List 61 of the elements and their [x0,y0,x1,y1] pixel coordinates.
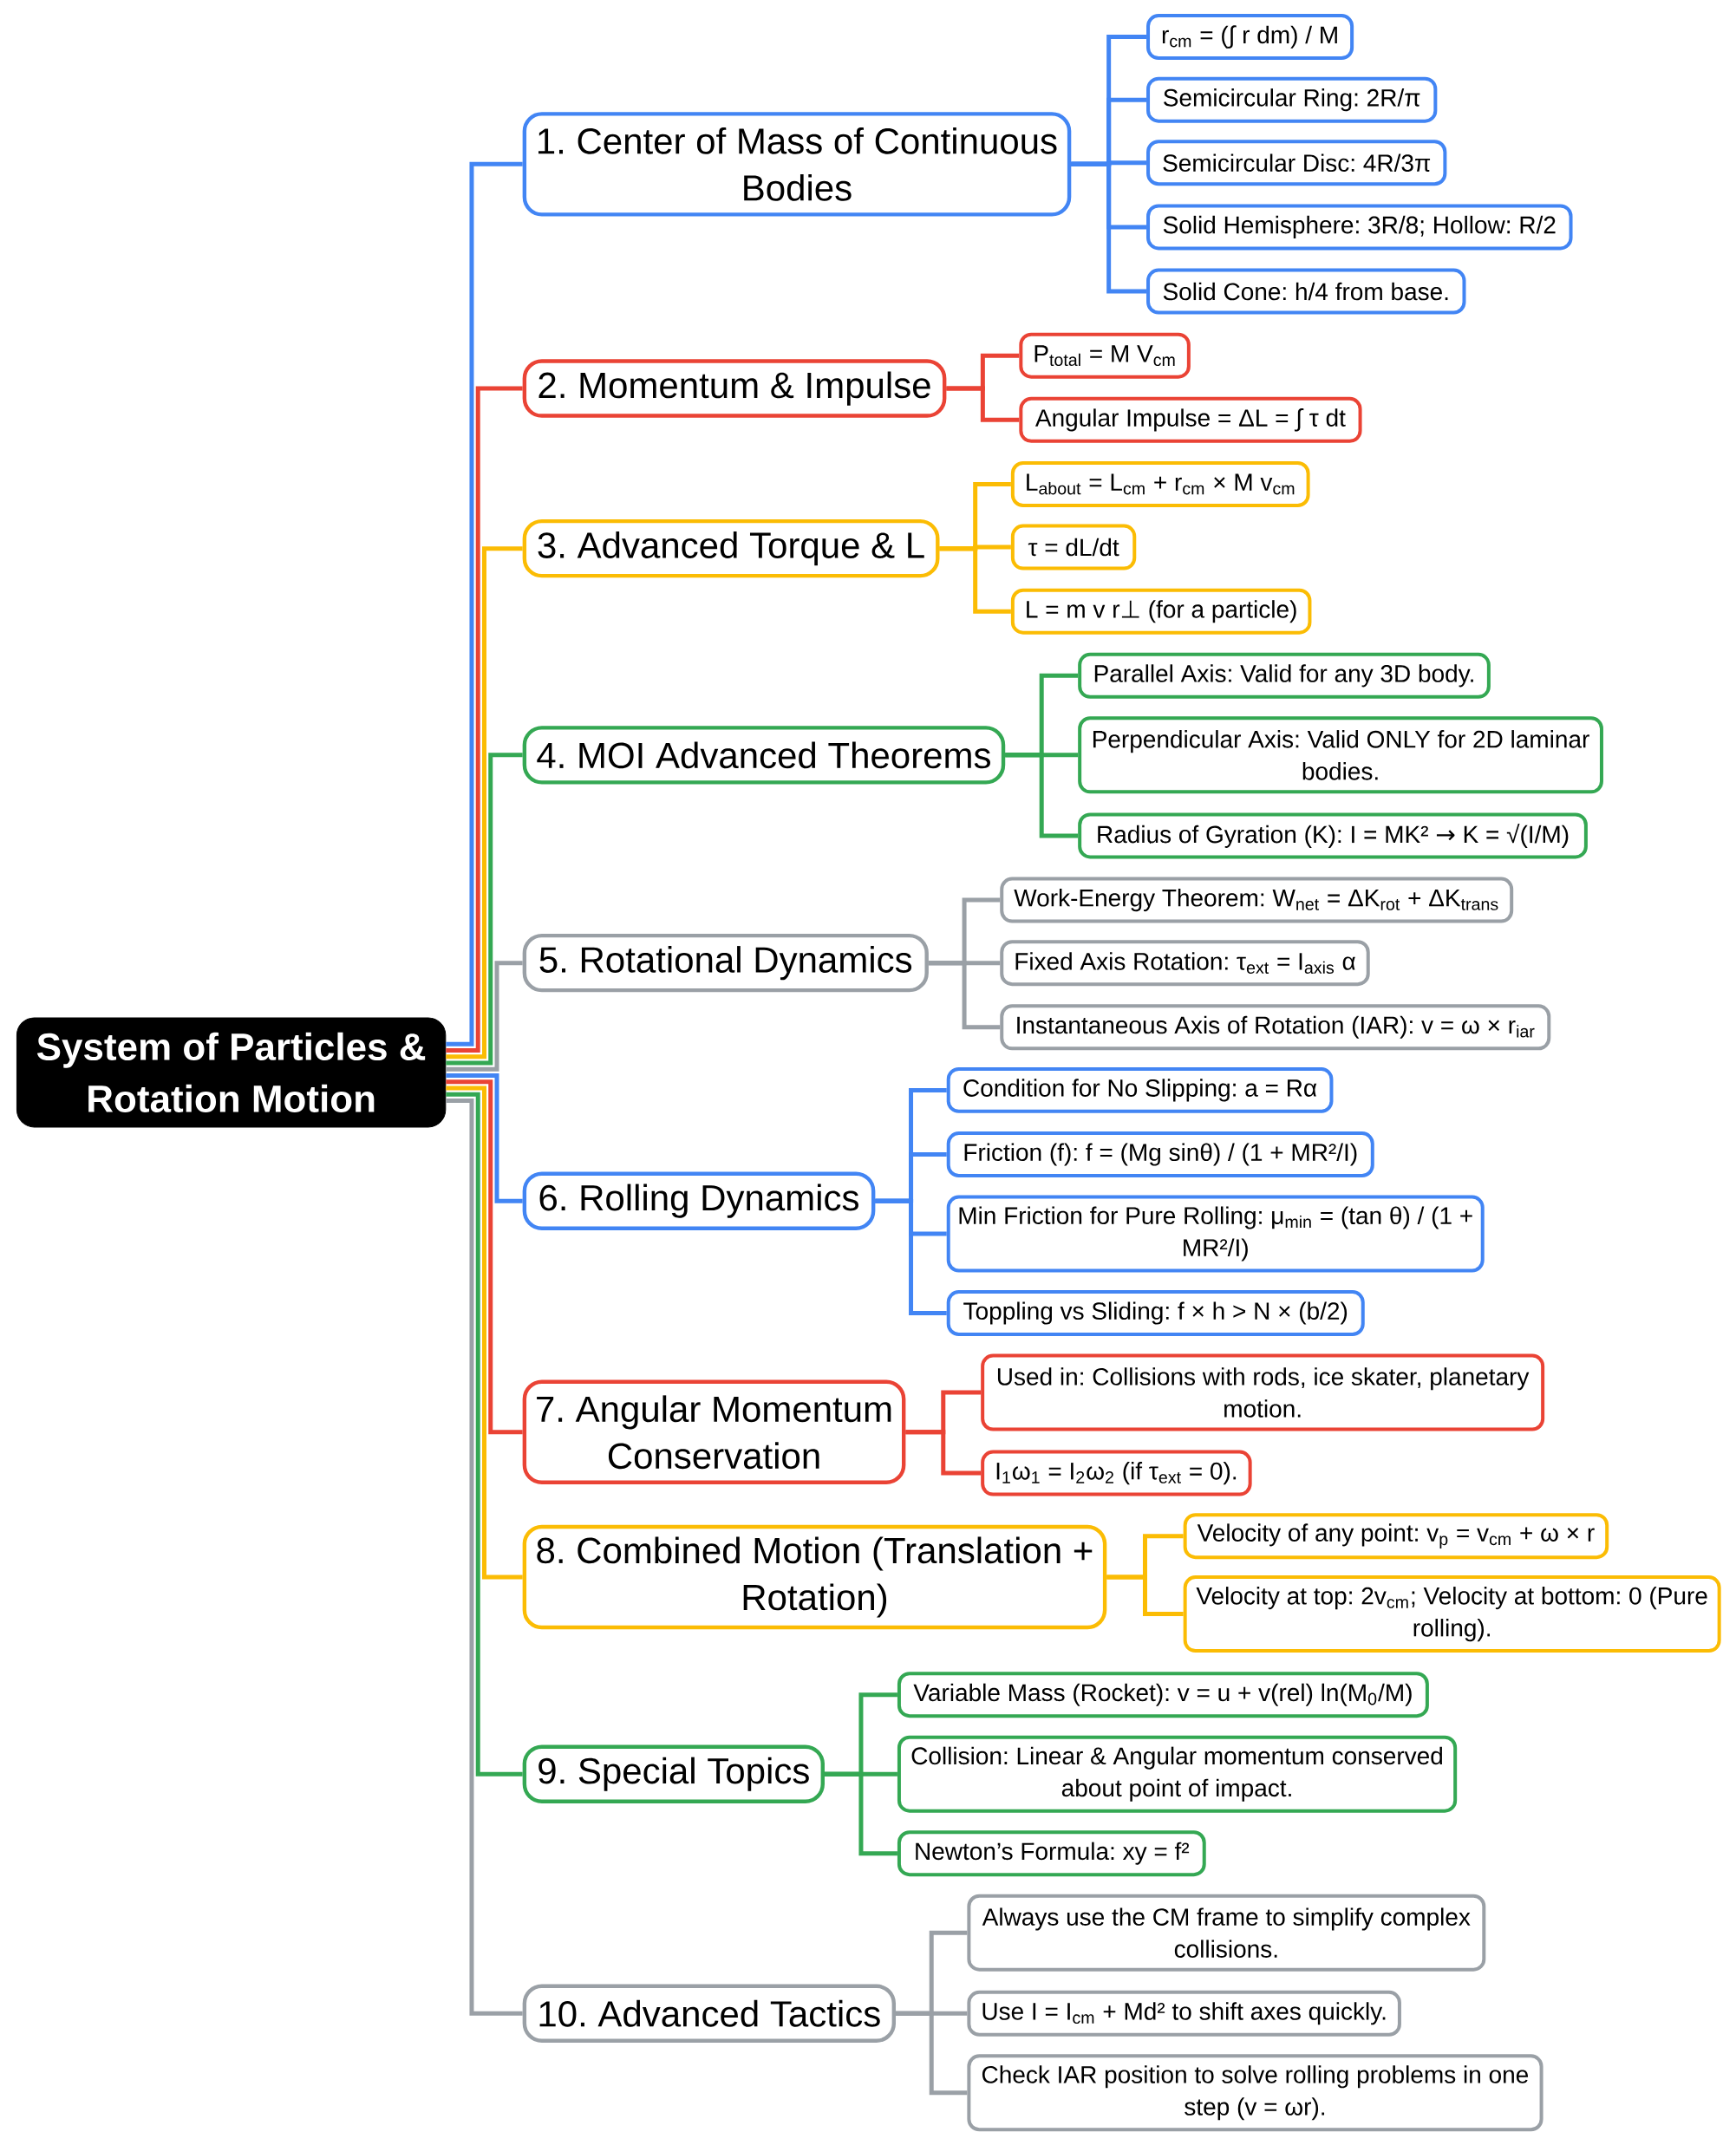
connector-line [446,161,523,1046]
connector-line [1106,1575,1184,1617]
subtopic-box: Semicircular Disc: 4R/3π [1146,140,1447,186]
subtopic-box: Condition for No Slipping: a = Rα [946,1066,1334,1113]
subtopic-box: Instantaneous Axis of Rotation (IAR): v = ω × r$_{iar}$ [1000,1004,1551,1051]
subtopic-box: Solid Cone: h/4 from base. [1146,268,1466,315]
subtopic-box: Use I = I$_{cm}$ + Md² to shift axes quickly. [967,1990,1401,2037]
connector-line [446,961,523,1072]
connector-line [928,961,1001,1030]
subtopic-box: L = m v r⊥ (for a particle) [1010,588,1312,635]
connector-line [896,2011,968,2096]
connector-line [446,1099,523,2016]
topic-box: 4. MOI Advanced Theorems [522,726,1006,785]
subtopic-box: P$_{total}$ = M V$_{cm}$ [1019,332,1191,379]
connector-line [446,546,523,1059]
topic-box: 2. Momentum & Impulse [522,359,947,418]
subtopic-box: Fixed Axis Rotation: τ$_{ext}$ = I$_{axis}$ α [1000,940,1370,987]
connector-line [1071,161,1147,294]
topic-box: 7. Angular Momentum Conservation [522,1379,906,1484]
subtopic-box: Radius of Gyration (K): I = MK² → K = √(I/M) [1078,812,1588,859]
connector-line [446,1073,523,1203]
topic-box: 1. Center of Mass of Continuous Bodies [522,112,1072,217]
subtopic-box: Toppling vs Sliding: f × h > N × (b/2) [946,1290,1365,1337]
subtopic-box: Newton’s Formula: xy = f² [897,1830,1206,1877]
subtopic-box: Solid Hemisphere: 3R/8; Hollow: R/2 [1146,204,1573,251]
subtopic-box: Velocity at top: 2v$_{cm}$; Velocity at bottom: 0 (Pure rolling). [1183,1575,1721,1653]
connector-line [946,386,1020,422]
central-topic-box: System of Particles & Rotation Motion [16,1017,447,1128]
topic-box: 10. Advanced Tactics [522,1984,897,2043]
topic-box: 8. Combined Motion (Translation + Rotation) [522,1524,1107,1630]
subtopic-box: Angular Impulse = ΔL = ∫ τ dt [1019,396,1362,443]
subtopic-box: Semicircular Ring: 2R/π [1146,76,1438,123]
subtopic-box: Variable Mass (Rocket): v = u + v(rel) ln(M$_{0}$/M) [897,1672,1429,1718]
subtopic-box: Collision: Linear & Angular momentum conserved about point of impact. [897,1735,1458,1813]
subtopic-box: I$_{1}$ω$_{1}$ = I$_{2}$ω$_{2}$ (if τ$_{ext}$ = 0). [981,1450,1252,1496]
subtopic-box: Check IAR position to solve rolling problems in one step (v = ωr). [967,2054,1543,2132]
subtopic-box: Perpendicular Axis: Valid ONLY for 2D laminar bodies. [1078,716,1603,794]
subtopic-box: r$_{cm}$ = (∫ r dm) / M [1146,14,1354,61]
subtopic-box: Friction (f): f = (Mg sinθ) / (1 + MR²/I) [946,1131,1374,1178]
connector-line [905,1430,982,1476]
subtopic-box: Used in: Collisions with rods, ice skater, planetary motion. [981,1353,1545,1431]
subtopic-box: Velocity of any point: v$_{p}$ = v$_{cm}$ + ω × r [1183,1513,1609,1560]
connector-line [875,1198,947,1316]
topic-box: 6. Rolling Dynamics [522,1171,876,1230]
subtopic-box: Parallel Axis: Valid for any 3D body. [1078,652,1491,699]
connector-line [446,1086,523,1580]
subtopic-box: Min Friction for Pure Rolling: μ$_{min}$ = (tan θ) / (1 + MR²/I) [946,1195,1485,1273]
connector-line [1005,753,1079,838]
connector-line [825,1771,897,1856]
connector-line [446,1092,523,1777]
connector-line [446,753,523,1066]
topic-box: 3. Advanced Torque & L [522,518,940,578]
connector-line [446,386,523,1053]
connector-line [939,546,1011,614]
topic-box: 9. Special Topics [522,1744,825,1803]
subtopic-box: L$_{about}$ = L$_{cm}$ + r$_{cm}$ × M v$_{cm}$ [1010,461,1310,507]
connector-line [446,1079,523,1435]
subtopic-box: τ = dL/dt [1010,524,1137,570]
subtopic-box: Always use the CM frame to simplify complex collisions. [967,1894,1486,1972]
topic-box: 5. Rotational Dynamics [522,933,929,993]
subtopic-box: Work-Energy Theorem: W$_{net}$ = ΔK$_{rot}$ + ΔK$_{trans}$ [1000,877,1514,923]
